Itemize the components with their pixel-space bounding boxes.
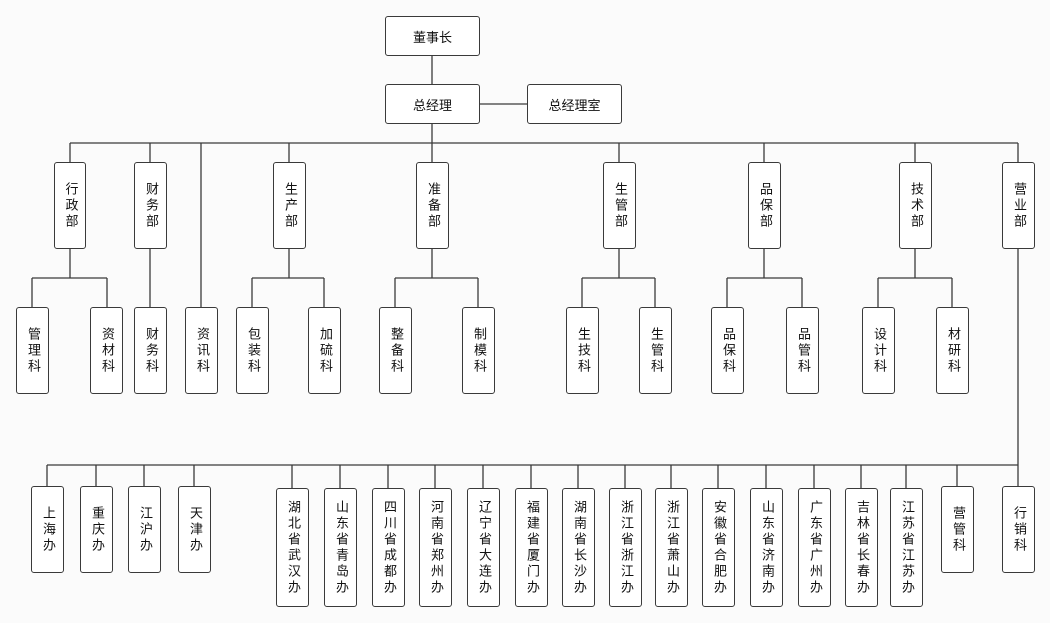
section-quality-management-label: 品管科 (795, 326, 810, 375)
office-box: 吉林省长春办 (845, 488, 878, 607)
office-label: 重庆办 (89, 505, 104, 554)
marketing-box: 行销科 (1002, 486, 1035, 573)
section-finance: 财务科 (134, 307, 167, 394)
section-design: 设计科 (862, 307, 895, 394)
office-label: 四川省成都办 (381, 499, 396, 596)
dept-finance: 财务部 (134, 162, 167, 249)
office-box: 浙江省浙江办 (609, 488, 642, 607)
dept-finance-label: 财务部 (143, 181, 158, 230)
section-production-tech: 生技科 (566, 307, 599, 394)
office-label: 上海办 (40, 505, 55, 554)
section-production-tech-label: 生技科 (575, 326, 590, 375)
section-information: 资讯科 (185, 307, 218, 394)
office-box: 天津办 (178, 486, 211, 573)
dept-sales: 营业部 (1002, 162, 1035, 249)
chairman-label: 董事长 (412, 30, 452, 46)
section-materials: 资材科 (90, 307, 123, 394)
dept-production-management-label: 生管部 (612, 181, 627, 230)
office-label: 福建省厦门办 (524, 499, 539, 596)
gm-office-label: 总经理室 (548, 98, 601, 114)
office-label: 广东省广州办 (807, 499, 822, 596)
sales-management-label: 营管科 (950, 505, 965, 554)
dept-preparation: 准备部 (416, 162, 449, 249)
dept-admin: 行政部 (54, 162, 86, 249)
office-label: 浙江省萧山办 (664, 499, 679, 596)
office-label: 辽宁省大连办 (476, 499, 491, 596)
dept-admin-label: 行政部 (62, 181, 78, 230)
section-production-management-label: 生管科 (648, 326, 663, 375)
office-label: 湖北省武汉办 (285, 499, 300, 596)
dept-quality-assurance-label: 品保部 (757, 181, 772, 230)
dept-production-label: 生产部 (282, 181, 297, 230)
office-box: 山东省青岛办 (324, 488, 357, 607)
dept-sales-label: 营业部 (1011, 181, 1026, 230)
section-quality-assurance-label: 品保科 (720, 326, 735, 375)
office-box: 湖北省武汉办 (276, 488, 309, 607)
section-mold-making: 制模科 (462, 307, 495, 394)
section-management: 管理科 (16, 307, 49, 394)
office-box: 四川省成都办 (372, 488, 405, 607)
section-packaging-label: 包装科 (245, 326, 260, 375)
general-manager-box: 总经理 (385, 84, 480, 124)
office-label: 湖南省长沙办 (571, 499, 586, 596)
office-box: 安徽省合肥办 (702, 488, 735, 607)
office-box: 山东省济南办 (750, 488, 783, 607)
general-manager-label: 总经理 (412, 98, 452, 114)
office-box: 福建省厦门办 (515, 488, 548, 607)
office-label: 山东省济南办 (759, 499, 774, 596)
dept-preparation-label: 准备部 (425, 181, 440, 230)
section-packaging: 包装科 (236, 307, 269, 394)
office-box: 河南省郑州办 (419, 488, 452, 607)
chairman-box: 董事长 (385, 16, 480, 56)
office-box: 重庆办 (80, 486, 113, 573)
dept-technology-label: 技术部 (908, 181, 923, 230)
section-mold-making-label: 制模科 (471, 326, 486, 375)
office-label: 吉林省长春办 (854, 499, 869, 596)
dept-production: 生产部 (273, 162, 306, 249)
office-label: 天津办 (187, 505, 202, 554)
office-label: 浙江省浙江办 (618, 499, 633, 596)
section-preparation: 整备科 (379, 307, 412, 394)
office-label: 河南省郑州办 (428, 499, 443, 596)
section-quality-management: 品管科 (786, 307, 819, 394)
marketing-label: 行销科 (1011, 505, 1026, 554)
office-label: 江苏省江苏办 (899, 499, 914, 596)
section-vulcanization: 加硫科 (308, 307, 341, 394)
section-quality-assurance: 品保科 (711, 307, 744, 394)
section-design-label: 设计科 (871, 326, 886, 375)
office-label: 山东省青岛办 (333, 499, 348, 596)
section-preparation-label: 整备科 (388, 326, 403, 375)
office-box: 上海办 (31, 486, 64, 573)
section-management-label: 管理科 (25, 326, 40, 375)
gm-office-box: 总经理室 (527, 84, 622, 124)
section-materials-research-label: 材研科 (945, 326, 960, 375)
office-box: 江沪办 (128, 486, 161, 573)
office-label: 安徽省合肥办 (711, 499, 726, 596)
office-box: 浙江省萧山办 (655, 488, 688, 607)
office-label: 江沪办 (137, 505, 152, 554)
section-materials-label: 资材科 (99, 326, 114, 375)
dept-production-management: 生管部 (603, 162, 636, 249)
section-materials-research: 材研科 (936, 307, 969, 394)
office-box: 江苏省江苏办 (890, 488, 923, 607)
office-box: 辽宁省大连办 (467, 488, 500, 607)
office-box: 广东省广州办 (798, 488, 831, 607)
section-finance-label: 财务科 (143, 326, 158, 375)
section-production-management: 生管科 (639, 307, 672, 394)
dept-technology: 技术部 (899, 162, 932, 249)
dept-quality-assurance: 品保部 (748, 162, 781, 249)
office-box: 湖南省长沙办 (562, 488, 595, 607)
section-vulcanization-label: 加硫科 (317, 326, 332, 375)
sales-management-box: 营管科 (941, 486, 974, 573)
section-information-label: 资讯科 (194, 326, 209, 375)
